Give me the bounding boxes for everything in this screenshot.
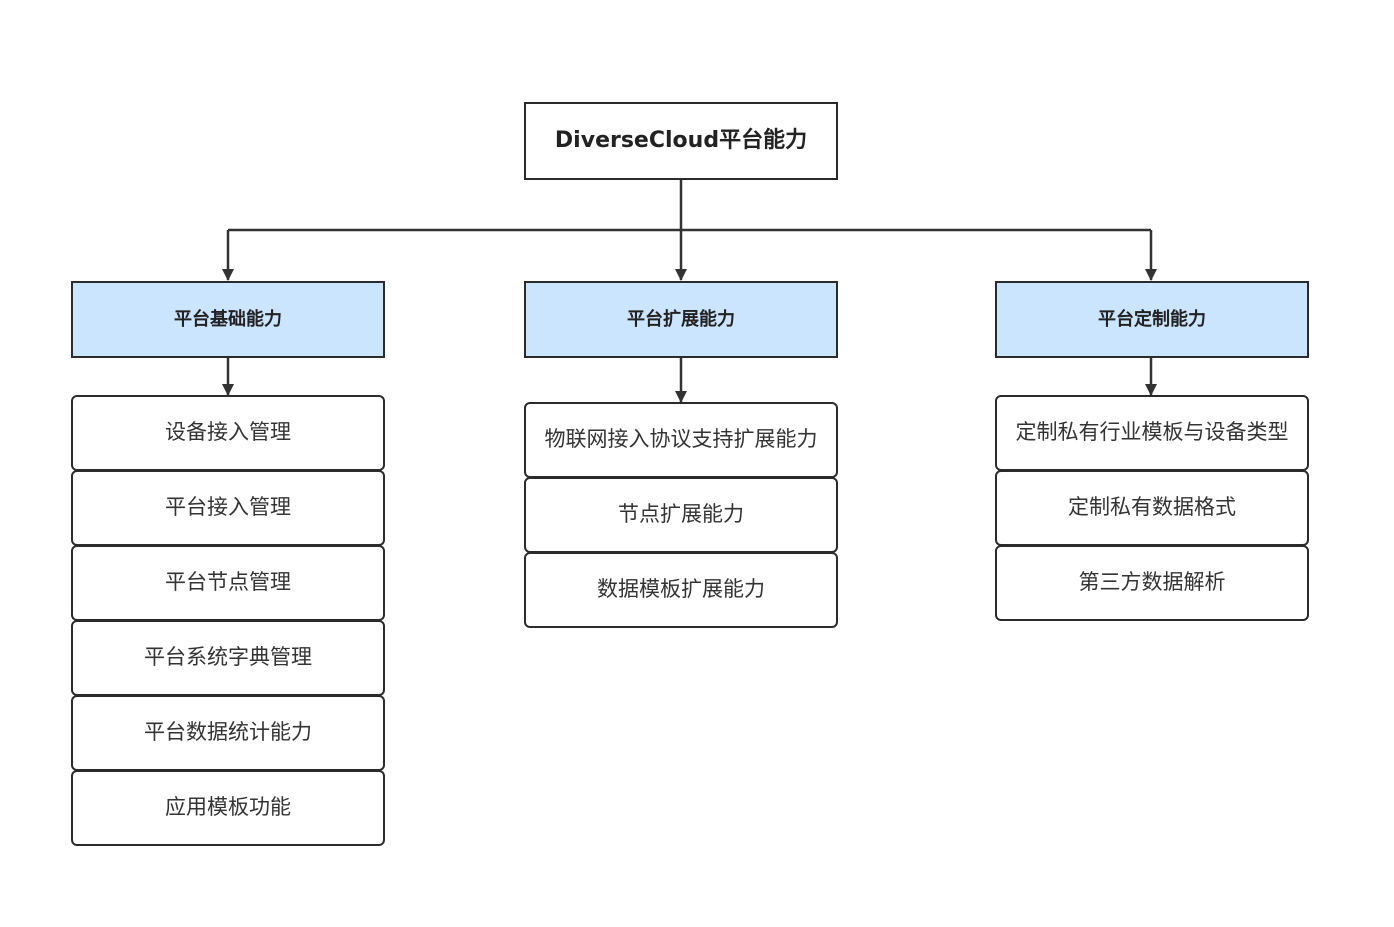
basic-item-label: 平台接入管理 (165, 495, 291, 520)
basic-item-label: 应用模板功能 (165, 795, 291, 820)
extend-item-node: 数据模板扩展能力 (524, 552, 838, 628)
root-node-label: DiverseCloud平台能力 (554, 127, 808, 153)
basic-item-node: 应用模板功能 (71, 770, 385, 846)
category-custom-node: 平台定制能力 (995, 281, 1309, 358)
category-extend-node: 平台扩展能力 (524, 281, 838, 358)
root-node: DiverseCloud平台能力 (524, 102, 838, 180)
category-custom-label: 平台定制能力 (1098, 308, 1206, 330)
extend-item-label: 物联网接入协议支持扩展能力 (544, 427, 818, 452)
extend-item-label: 节点扩展能力 (618, 502, 744, 527)
custom-item-label: 第三方数据解析 (1078, 570, 1226, 595)
category-basic-label: 平台基础能力 (174, 308, 282, 330)
basic-item-node: 平台数据统计能力 (71, 695, 385, 771)
custom-item-node: 定制私有行业模板与设备类型 (995, 395, 1309, 471)
extend-item-node: 节点扩展能力 (524, 477, 838, 553)
basic-item-node: 平台系统字典管理 (71, 620, 385, 696)
basic-item-node: 设备接入管理 (71, 395, 385, 471)
basic-item-node: 平台接入管理 (71, 470, 385, 546)
extend-item-node: 物联网接入协议支持扩展能力 (524, 402, 838, 478)
basic-item-label: 平台数据统计能力 (144, 720, 312, 745)
category-basic-node: 平台基础能力 (71, 281, 385, 358)
basic-item-label: 平台节点管理 (165, 570, 291, 595)
category-extend-label: 平台扩展能力 (627, 308, 735, 330)
basic-item-node: 平台节点管理 (71, 545, 385, 621)
custom-item-label: 定制私有数据格式 (1068, 495, 1236, 520)
extend-item-label: 数据模板扩展能力 (597, 577, 765, 602)
custom-item-node: 第三方数据解析 (995, 545, 1309, 621)
custom-item-node: 定制私有数据格式 (995, 470, 1309, 546)
basic-item-label: 设备接入管理 (165, 420, 291, 445)
basic-item-label: 平台系统字典管理 (144, 645, 312, 670)
custom-item-label: 定制私有行业模板与设备类型 (1015, 420, 1289, 445)
